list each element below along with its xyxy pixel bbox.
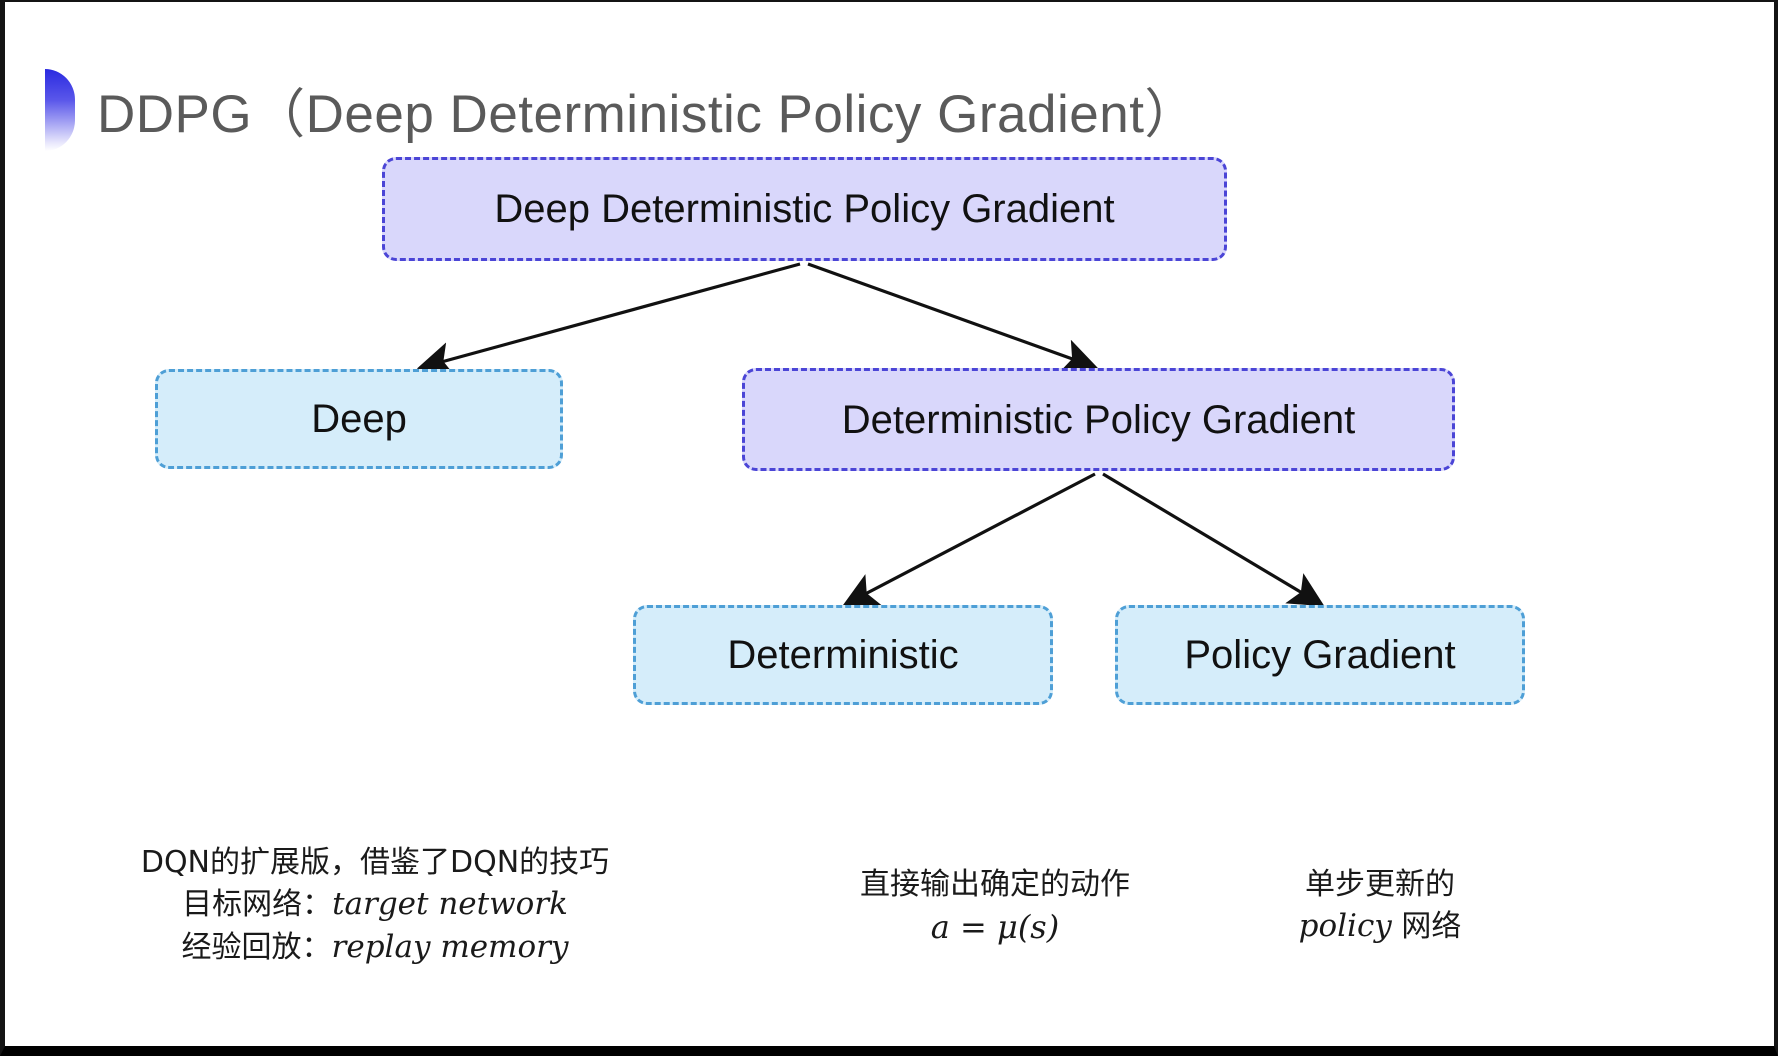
edge-dpg-policy-gradient — [1102, 472, 1325, 607]
node-deep-label: Deep — [311, 397, 407, 441]
annotation-deep-line1: DQN的扩展版，借鉴了DQN的技巧 — [140, 845, 610, 880]
annotation-deep-line2: 目标网络：target network — [115, 883, 635, 926]
node-policy-gradient[interactable]: Policy Gradient — [1115, 605, 1525, 705]
edge-dpg-deterministic — [842, 472, 1096, 606]
annotation-policy-gradient-term: policy — [1298, 908, 1392, 945]
title-bullet-icon — [45, 69, 75, 151]
annotation-deep-line2-term: target network — [332, 886, 568, 923]
node-deterministic[interactable]: Deterministic — [633, 605, 1053, 705]
annotation-deep-line3-label: 经验回放： — [181, 930, 332, 966]
annotation-deep: DQN的扩展版，借鉴了DQN的技巧 目标网络：target network 经验… — [115, 842, 635, 969]
node-dpg-label: Deterministic Policy Gradient — [841, 397, 1356, 442]
node-root[interactable]: Deep Deterministic Policy Gradient — [382, 157, 1227, 261]
edge-root-deep — [416, 262, 801, 377]
annotation-policy-gradient-line2: policy 网络 — [1140, 905, 1620, 948]
node-deterministic-policy-gradient[interactable]: Deterministic Policy Gradient — [742, 368, 1455, 471]
edge-root-dpg — [807, 262, 1099, 373]
node-root-label: Deep Deterministic Policy Gradient — [494, 187, 1115, 231]
annotation-policy-gradient-suffix: 网络 — [1391, 909, 1462, 945]
node-deterministic-label: Deterministic — [727, 633, 959, 677]
annotation-deep-line2-label: 目标网络： — [182, 887, 333, 923]
node-deep[interactable]: Deep — [155, 369, 563, 469]
annotation-deep-line3-term: replay memory — [331, 929, 569, 966]
annotation-deterministic-formula: a = μ(s) — [930, 908, 1060, 947]
annotation-deterministic: 直接输出确定的动作 a = μ(s) — [695, 864, 1295, 950]
page-title: DDPG（Deep Deterministic Policy Gradient） — [45, 62, 1198, 158]
annotation-policy-gradient-line1: 单步更新的 — [1305, 867, 1455, 902]
title-text: DDPG（Deep Deterministic Policy Gradient） — [97, 85, 1198, 144]
node-policy-gradient-label: Policy Gradient — [1184, 633, 1456, 677]
annotation-deterministic-line1: 直接输出确定的动作 — [860, 867, 1130, 902]
annotation-policy-gradient: 单步更新的 policy 网络 — [1140, 864, 1620, 948]
annotation-deep-line3: 经验回放：replay memory — [115, 926, 635, 969]
